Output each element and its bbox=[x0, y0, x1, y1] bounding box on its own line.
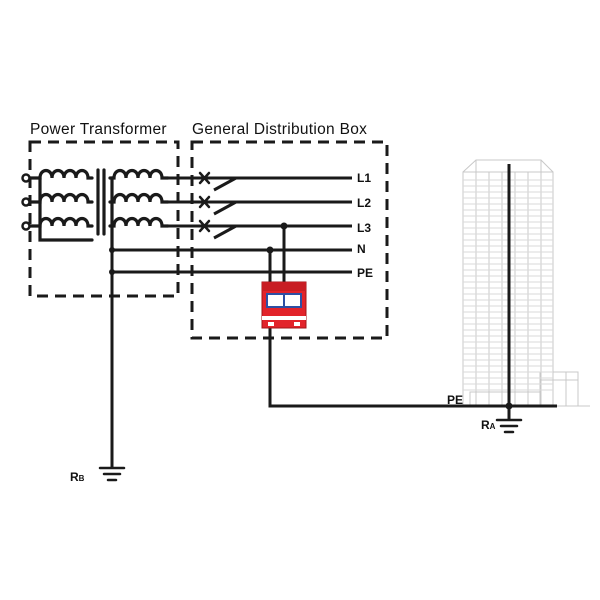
breaker-x-l3 bbox=[198, 219, 211, 233]
line-label-l3: L3 bbox=[357, 221, 372, 235]
secondary-coil-1 bbox=[108, 168, 170, 180]
secondary-coil-3 bbox=[108, 216, 170, 228]
wires bbox=[110, 164, 557, 468]
breaker-x-l2 bbox=[198, 195, 211, 209]
transformer-title: Power Transformer bbox=[30, 121, 167, 138]
distribution-box-enclosure bbox=[190, 140, 389, 340]
breaker-marks bbox=[198, 171, 211, 233]
distribution-box-title: General Distribution Box bbox=[192, 121, 368, 138]
transformer-windings bbox=[21, 168, 170, 252]
wire-spd-pe-out bbox=[268, 328, 557, 408]
earth-symbol-rb bbox=[98, 466, 126, 482]
line-label-n: N bbox=[357, 242, 366, 256]
earth-label-rb: RB bbox=[70, 470, 85, 484]
line-label-l2: L2 bbox=[357, 196, 372, 210]
building-pe-label: PE bbox=[447, 393, 464, 407]
secondary-coil-2 bbox=[108, 192, 170, 204]
primary-coil-1 bbox=[21, 168, 94, 183]
earth-label-ra: RA bbox=[481, 418, 496, 432]
transformer-enclosure bbox=[28, 140, 180, 298]
line-label-l1: L1 bbox=[357, 171, 372, 185]
primary-coil-2 bbox=[21, 192, 94, 207]
breaker-x-l1 bbox=[198, 171, 211, 185]
line-label-pe: PE bbox=[357, 266, 374, 280]
surge-protector-device bbox=[261, 281, 307, 329]
earth-symbol-ra bbox=[495, 418, 523, 434]
primary-coil-3 bbox=[21, 216, 94, 231]
building-illustration bbox=[440, 159, 590, 407]
junction-dots bbox=[109, 222, 513, 410]
